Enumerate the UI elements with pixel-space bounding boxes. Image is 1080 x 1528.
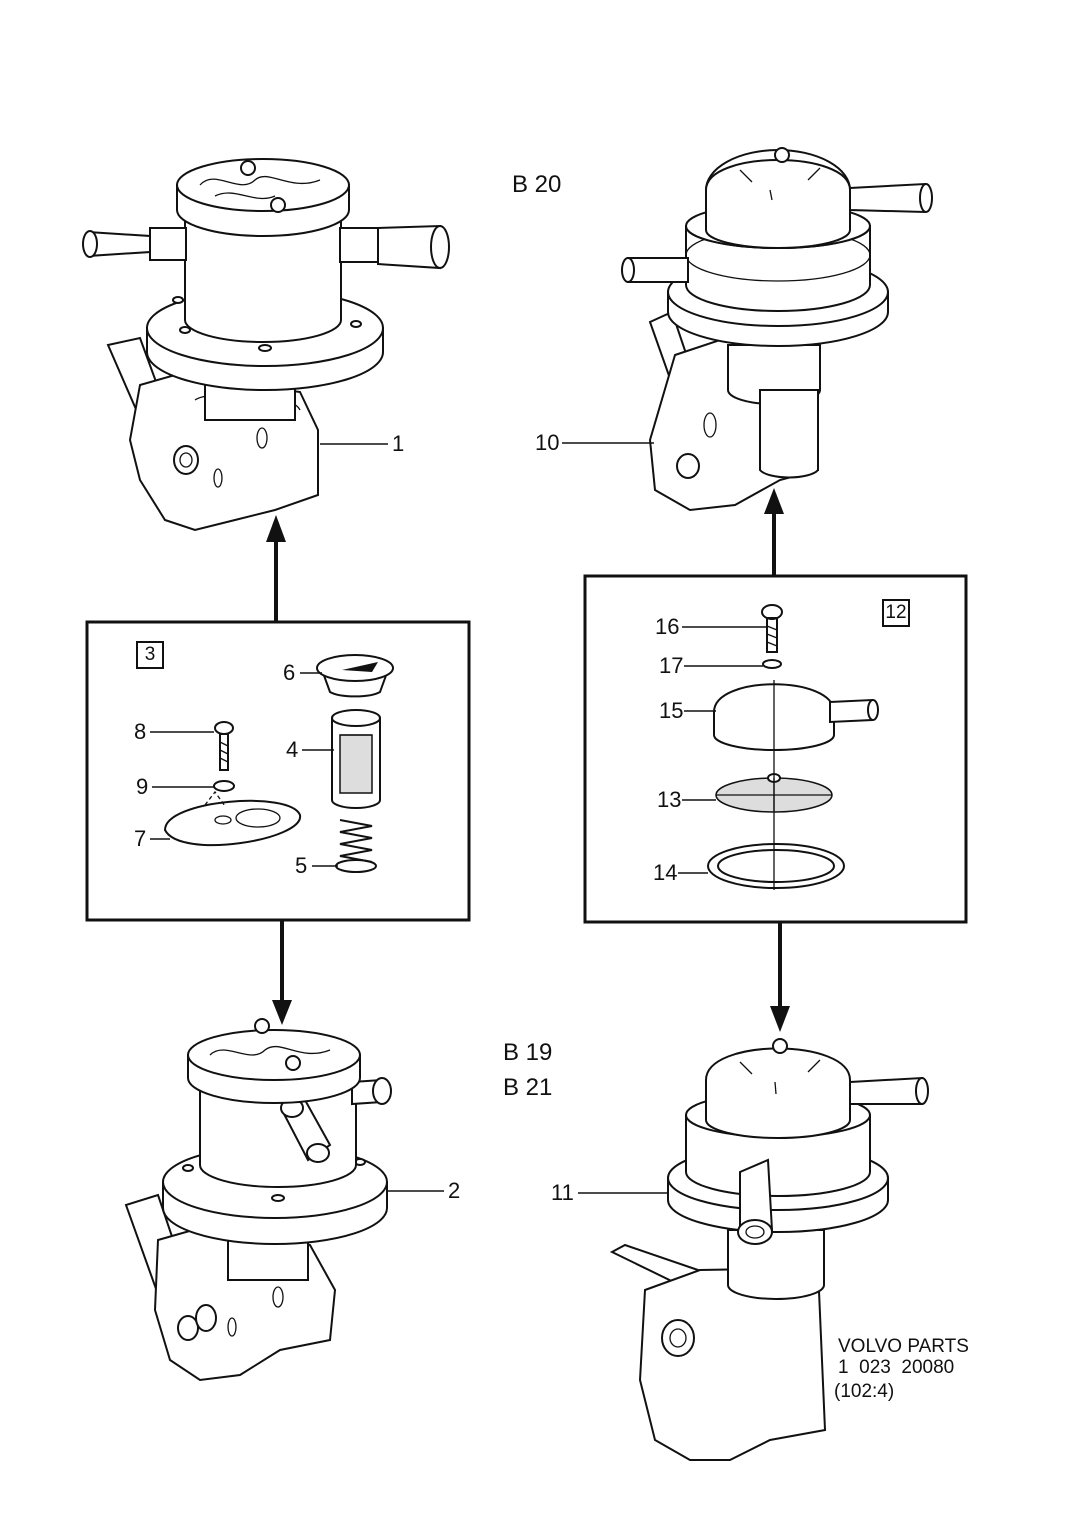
fuel-pump-1-illustration bbox=[82, 158, 450, 532]
fuel-pump-10-illustration bbox=[621, 147, 933, 512]
variant-label-b19: B 19 bbox=[503, 1039, 553, 1066]
variant-label-b20: B 20 bbox=[512, 171, 562, 198]
callout-17: 17 bbox=[659, 653, 684, 678]
part-8-illustration bbox=[214, 721, 234, 771]
part-14-illustration bbox=[707, 843, 845, 889]
callout-15: 15 bbox=[659, 698, 684, 723]
part-17-illustration bbox=[762, 659, 782, 669]
part-16-illustration bbox=[761, 604, 783, 653]
part-7-illustration bbox=[163, 790, 302, 847]
variant-label-b21: B 21 bbox=[503, 1074, 553, 1101]
callout-leader-lines bbox=[150, 442, 766, 1194]
callout-6: 6 bbox=[283, 660, 296, 685]
credit-line-1: VOLVO PARTS bbox=[838, 1336, 969, 1357]
callout-4: 4 bbox=[286, 737, 299, 762]
fuel-pump-2-illustration bbox=[124, 1018, 392, 1382]
callout-11: 11 bbox=[551, 1180, 574, 1205]
callout-13: 13 bbox=[657, 787, 682, 812]
kit-box-12-number: 12 bbox=[882, 599, 910, 627]
callout-2: 2 bbox=[448, 1178, 461, 1203]
part-15-illustration bbox=[713, 683, 879, 751]
callout-7: 7 bbox=[134, 826, 147, 851]
callout-16: 16 bbox=[655, 614, 680, 639]
fuel-pump-11-illustration bbox=[609, 1038, 929, 1461]
credit-line-2: 1 023 20080 bbox=[838, 1357, 955, 1378]
callout-9: 9 bbox=[136, 774, 149, 799]
callout-5: 5 bbox=[295, 853, 308, 878]
credit-line-3: (102:4) bbox=[834, 1381, 895, 1402]
assembly-arrows bbox=[266, 488, 790, 1032]
kit-box-3-number: 3 bbox=[136, 641, 164, 669]
callout-14: 14 bbox=[653, 860, 678, 885]
part-9-illustration bbox=[213, 780, 235, 792]
part-5-illustration bbox=[335, 819, 377, 873]
callout-1: 1 bbox=[392, 431, 405, 456]
callout-8: 8 bbox=[134, 719, 147, 744]
part-4-illustration bbox=[331, 709, 381, 809]
callout-10: 10 bbox=[535, 430, 560, 455]
part-6-illustration bbox=[316, 654, 394, 698]
